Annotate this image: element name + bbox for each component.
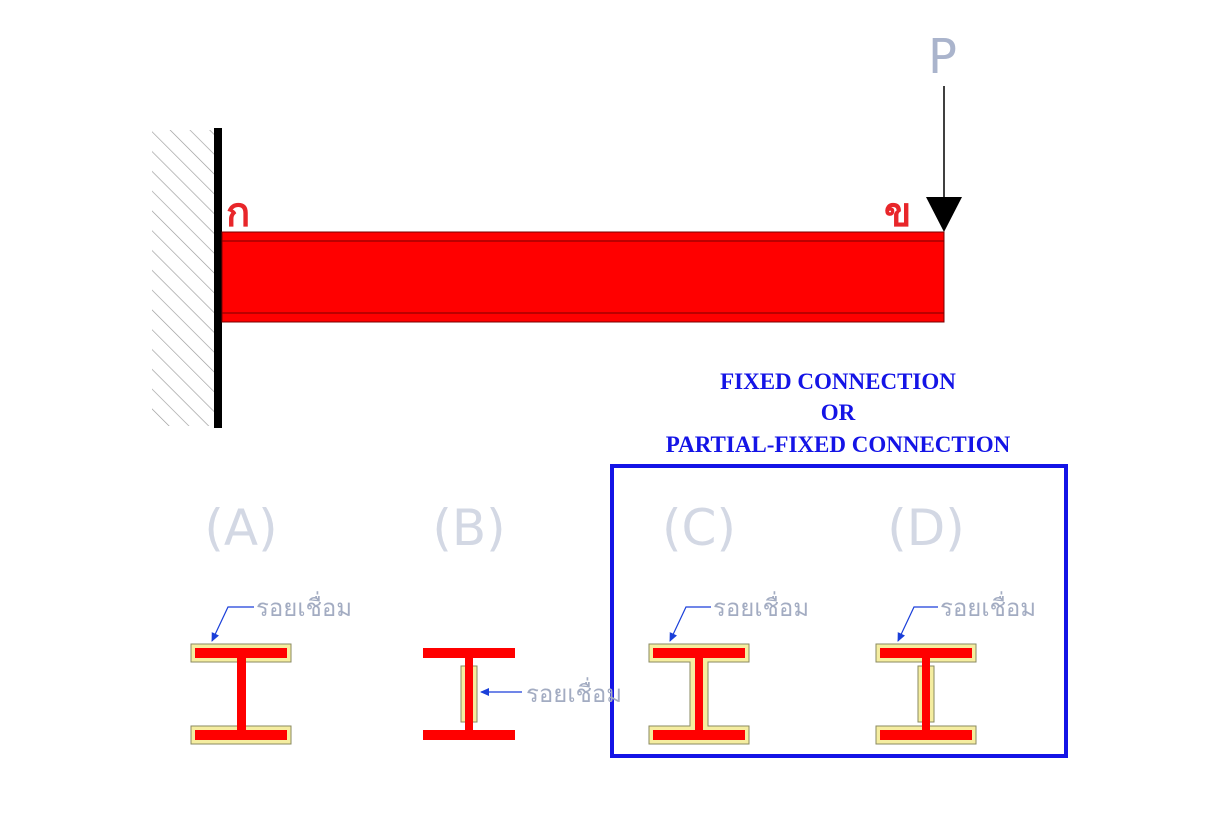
cantilever-beam (221, 231, 945, 323)
case-b-bottom-flange (423, 730, 515, 740)
case-b-web (465, 658, 473, 730)
case-a: (A) รอยเชื่อม (190, 499, 352, 745)
case-a-weld-leader (211, 606, 254, 642)
case-d-bottom-flange (880, 730, 972, 740)
case-d-web (922, 658, 930, 730)
beam-body (221, 231, 945, 323)
case-d-label: (D) (887, 499, 965, 557)
point-load-arrow (926, 86, 962, 232)
wall-hatching (152, 130, 216, 426)
case-a-web (237, 658, 246, 730)
case-c-label: (C) (662, 499, 736, 557)
connection-heading-line3: PARTIAL-FIXED CONNECTION (666, 432, 1011, 457)
case-d-weld-leader (897, 606, 938, 642)
case-d-weld-label: รอยเชื่อม (940, 591, 1036, 622)
fixed-end-label: ก (226, 190, 250, 236)
case-c-top-flange (653, 648, 745, 658)
case-c-weld-label: รอยเชื่อม (713, 591, 809, 622)
case-b-top-flange (423, 648, 515, 658)
case-b-label: (B) (432, 499, 505, 557)
case-b-weld-label: รอยเชื่อม (526, 677, 622, 708)
case-c-weld-leader (669, 606, 711, 642)
fixed-connection-box (610, 464, 1068, 758)
load-label: P (928, 29, 957, 85)
fixed-support (152, 128, 222, 428)
case-d: (D) รอยเชื่อม (875, 499, 1036, 745)
free-end-label: ข (884, 190, 911, 236)
case-b: (B) รอยเชื่อม (423, 499, 622, 740)
case-c-web (695, 658, 703, 730)
case-a-top-flange (195, 648, 287, 658)
case-a-bottom-flange (195, 730, 287, 740)
case-a-label: (A) (204, 499, 277, 557)
connection-heading-line1: FIXED CONNECTION (720, 369, 956, 394)
case-a-weld-label: รอยเชื่อม (256, 591, 352, 622)
case-c-bottom-flange (653, 730, 745, 740)
load-arrowhead (926, 197, 962, 232)
connection-heading-line2: OR (821, 400, 856, 425)
case-c: (C) รอยเชื่อม (648, 499, 809, 745)
case-d-top-flange (880, 648, 972, 658)
